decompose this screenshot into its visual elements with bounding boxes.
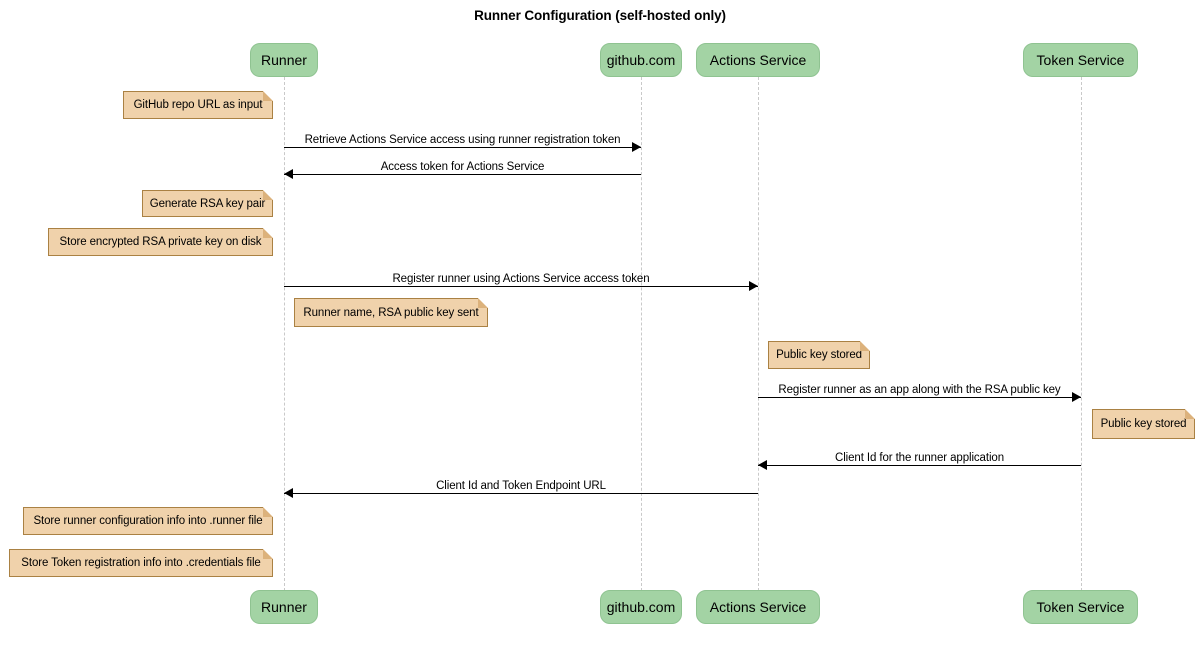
- message-line: [284, 286, 758, 287]
- note-store-credentials-file: Store Token registration info into .cred…: [9, 549, 273, 577]
- actor-bottom-actions-service: Actions Service: [696, 590, 820, 624]
- arrowhead-right-icon: [1072, 392, 1081, 402]
- note-github-repo-url-input: GitHub repo URL as input: [123, 91, 273, 119]
- note-store-runner-file: Store runner configuration info into .ru…: [23, 507, 273, 535]
- note-public-key-stored-token: Public key stored: [1092, 409, 1195, 439]
- diagram-title: Runner Configuration (self-hosted only): [474, 8, 726, 23]
- actor-top-token-service: Token Service: [1023, 43, 1138, 77]
- message-label: Retrieve Actions Service access using ru…: [304, 134, 621, 146]
- message-label: Register runner as an app along with the…: [778, 384, 1061, 396]
- arrowhead-left-icon: [284, 169, 293, 179]
- arrowhead-left-icon: [758, 460, 767, 470]
- arrowhead-right-icon: [632, 142, 641, 152]
- actor-bottom-token-service: Token Service: [1023, 590, 1138, 624]
- arrowhead-right-icon: [749, 281, 758, 291]
- message-label: Client Id for the runner application: [834, 452, 1004, 464]
- lifeline-actions-service: [757, 77, 759, 591]
- actor-top-actions-service: Actions Service: [696, 43, 820, 77]
- note-public-key-stored-actions: Public key stored: [768, 341, 870, 369]
- actor-top-runner: Runner: [250, 43, 318, 77]
- message-label: Client Id and Token Endpoint URL: [436, 480, 606, 492]
- message-label: Access token for Actions Service: [380, 161, 545, 173]
- lifeline-github: [640, 77, 642, 591]
- message-label: Register runner using Actions Service ac…: [392, 273, 650, 285]
- lifeline-runner: [283, 77, 285, 591]
- lifeline-token-service: [1080, 77, 1082, 591]
- actor-bottom-runner: Runner: [250, 590, 318, 624]
- actor-bottom-github: github.com: [600, 590, 682, 624]
- note-store-encrypted-rsa-key: Store encrypted RSA private key on disk: [48, 228, 273, 256]
- arrowhead-left-icon: [284, 488, 293, 498]
- actor-top-github: github.com: [600, 43, 682, 77]
- note-generate-rsa-key-pair: Generate RSA key pair: [142, 190, 273, 217]
- message-line: [284, 147, 641, 148]
- note-runner-name-public-key-sent: Runner name, RSA public key sent: [294, 298, 488, 327]
- message-line: [284, 174, 641, 175]
- message-line: [284, 493, 758, 494]
- message-line: [758, 465, 1081, 466]
- message-line: [758, 397, 1081, 398]
